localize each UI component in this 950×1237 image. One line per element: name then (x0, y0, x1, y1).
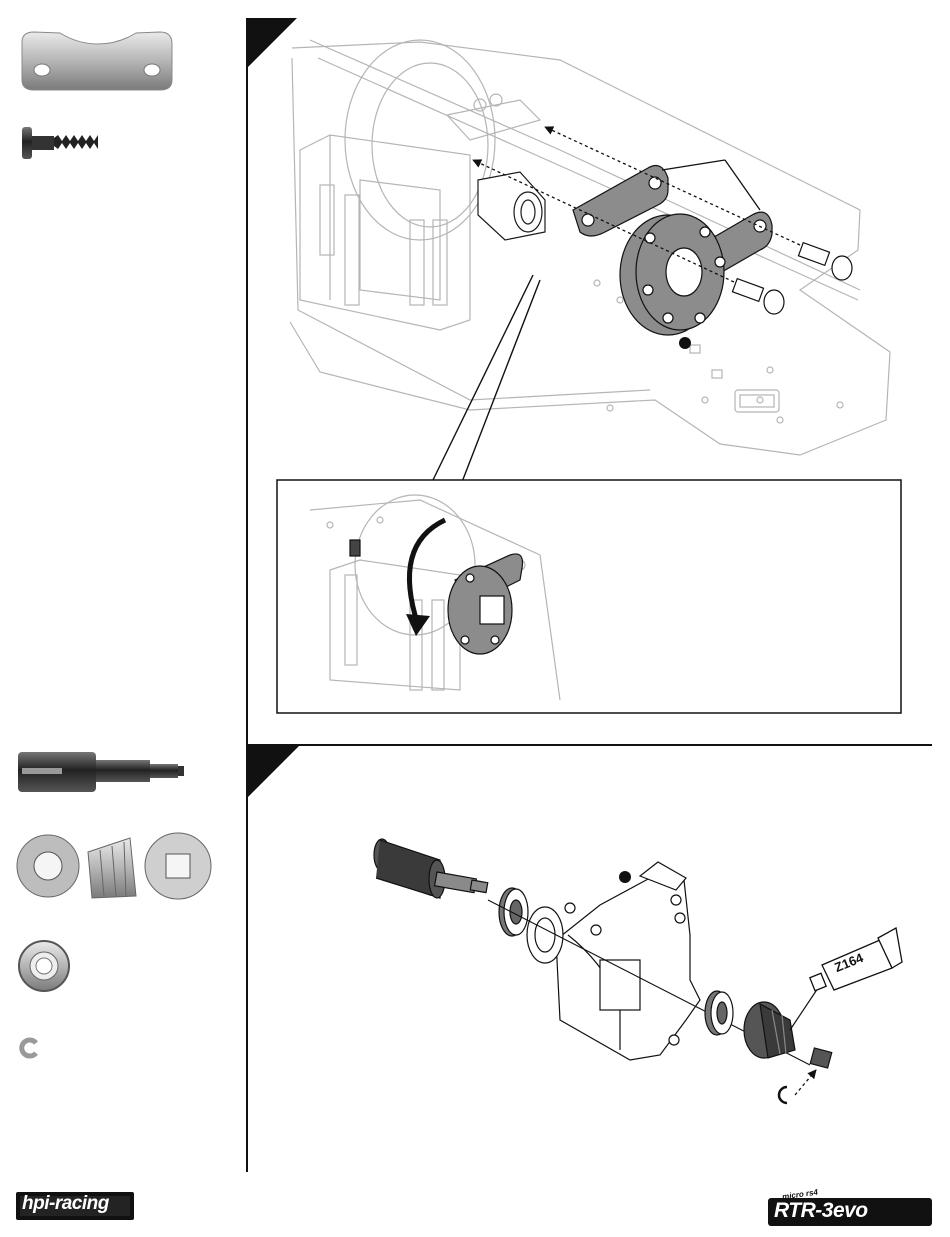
detail-callout-box (277, 480, 901, 713)
step-a-marker-dot (679, 337, 691, 349)
e-clip-drawing (779, 1087, 787, 1103)
output-cup-drawing (478, 172, 545, 240)
brand-left-label: hpi-racing (22, 1193, 109, 1215)
drive-cup-shaft-icon (18, 752, 184, 792)
grease-leader-line (790, 985, 820, 1030)
step-b-marker-dot (619, 871, 631, 883)
motor-plate-icon (22, 32, 172, 90)
gearbox-housing-drawing (527, 862, 700, 1060)
shoulder-screw-icon (22, 127, 98, 159)
spur-gear-drawing (620, 214, 725, 335)
chassis-assembly-diagram (290, 40, 890, 455)
e-clip-arrow (795, 1070, 816, 1095)
ball-bearing-icon (19, 941, 69, 991)
bearing-right-drawing (705, 991, 733, 1035)
pinion-spacer-drawing (810, 1048, 832, 1068)
bevel-gear-set-icon (17, 833, 211, 899)
step-a-corner-tab (247, 18, 297, 68)
pinion-gear-drawing (744, 1002, 795, 1058)
brand-right-label: RTR-3evo (774, 1199, 868, 1223)
drive-cup-drawing (374, 839, 488, 898)
step-b-corner-tab (247, 745, 300, 798)
bearing-left-drawing (499, 888, 528, 936)
callout-leader-left (432, 275, 533, 482)
e-clip-icon (22, 1040, 36, 1056)
callout-leader-right (462, 280, 540, 482)
